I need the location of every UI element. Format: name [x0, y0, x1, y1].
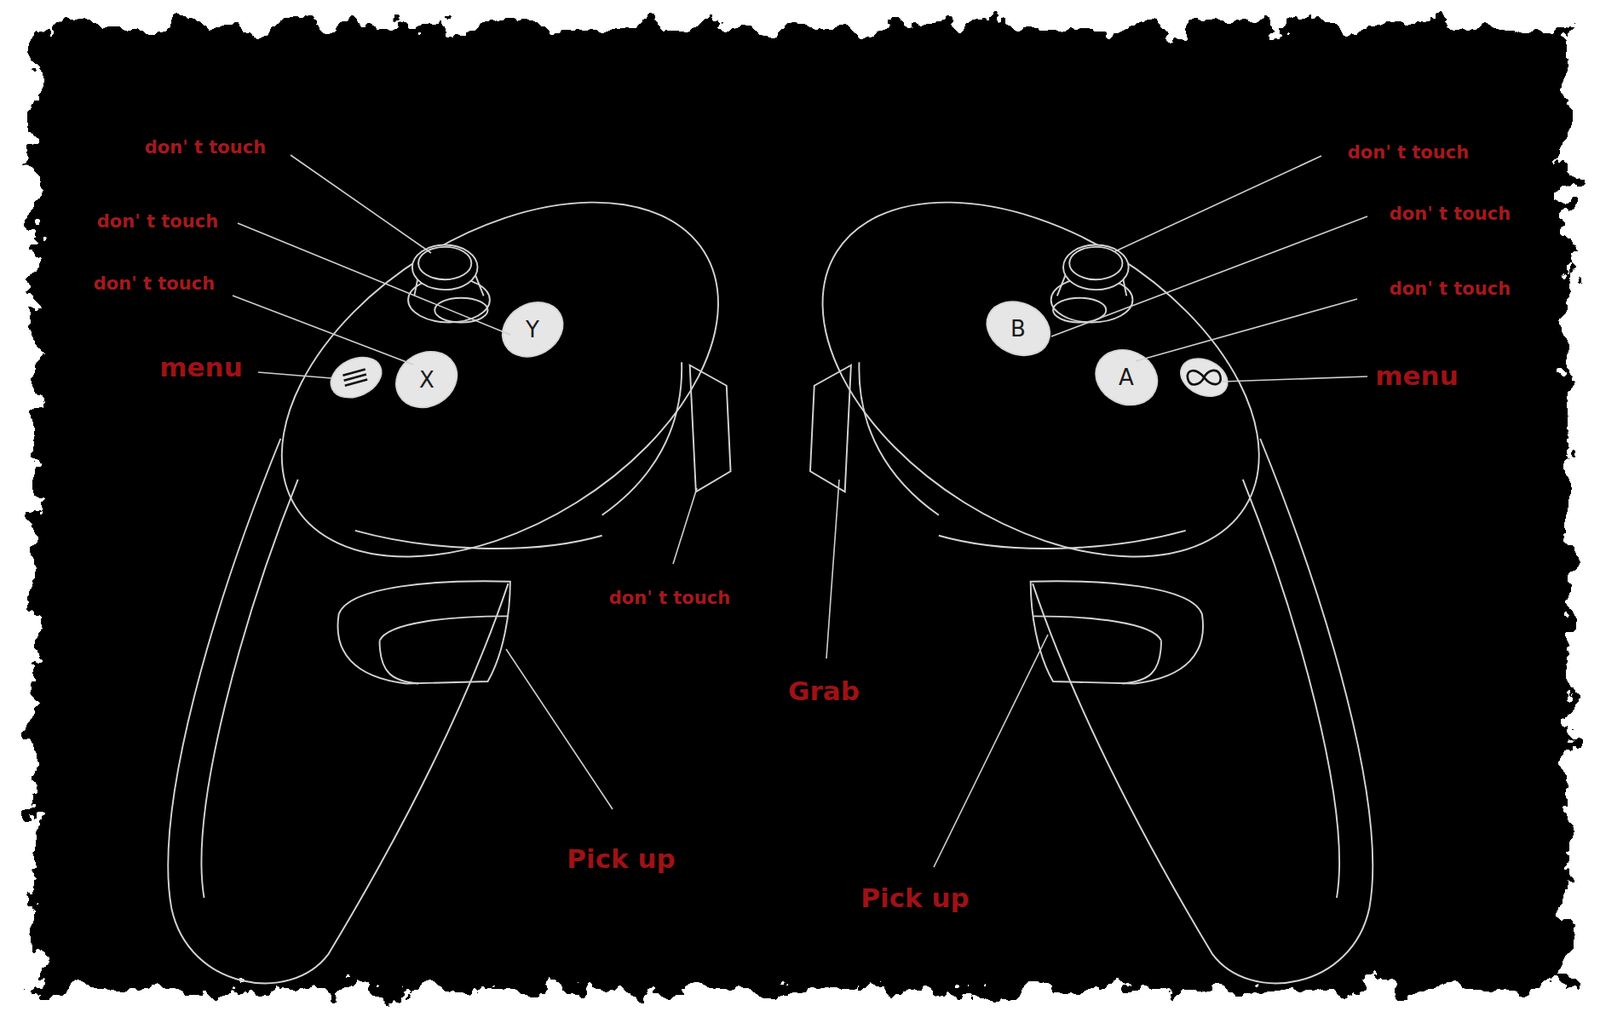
- menu-icon: [342, 369, 368, 386]
- button-letter: B: [1010, 316, 1026, 342]
- part-label: Pick up: [566, 844, 675, 874]
- oculus-button: [1174, 351, 1234, 404]
- leader-lines: [232, 155, 1368, 868]
- button-letter: X: [419, 368, 435, 393]
- part-label: menu: [1375, 361, 1458, 391]
- oculus-icon: [1187, 370, 1221, 386]
- button-letter: Y: [525, 317, 540, 343]
- button-letter: A: [1118, 365, 1134, 391]
- right-controller: [759, 129, 1373, 985]
- part-label: don' t touch: [1389, 204, 1511, 225]
- part-label: don' t touch: [1347, 143, 1469, 163]
- menu-button: [324, 349, 389, 405]
- part-label: don' t touch: [1389, 279, 1511, 300]
- part-label: don' t touch: [609, 588, 731, 609]
- part-label: don' t touch: [144, 138, 266, 158]
- part-label: don' t touch: [93, 274, 215, 294]
- y-button: [492, 291, 573, 368]
- left-controller: [167, 129, 781, 985]
- torn-ground: [34, 27, 1568, 990]
- part-label: don' t touch: [97, 212, 219, 232]
- b-button: [978, 291, 1059, 366]
- a-button: [1086, 339, 1167, 415]
- x-button: [385, 340, 467, 419]
- part-label: menu: [159, 352, 242, 382]
- part-label: Pick up: [860, 883, 969, 913]
- part-label: Grab: [788, 676, 860, 706]
